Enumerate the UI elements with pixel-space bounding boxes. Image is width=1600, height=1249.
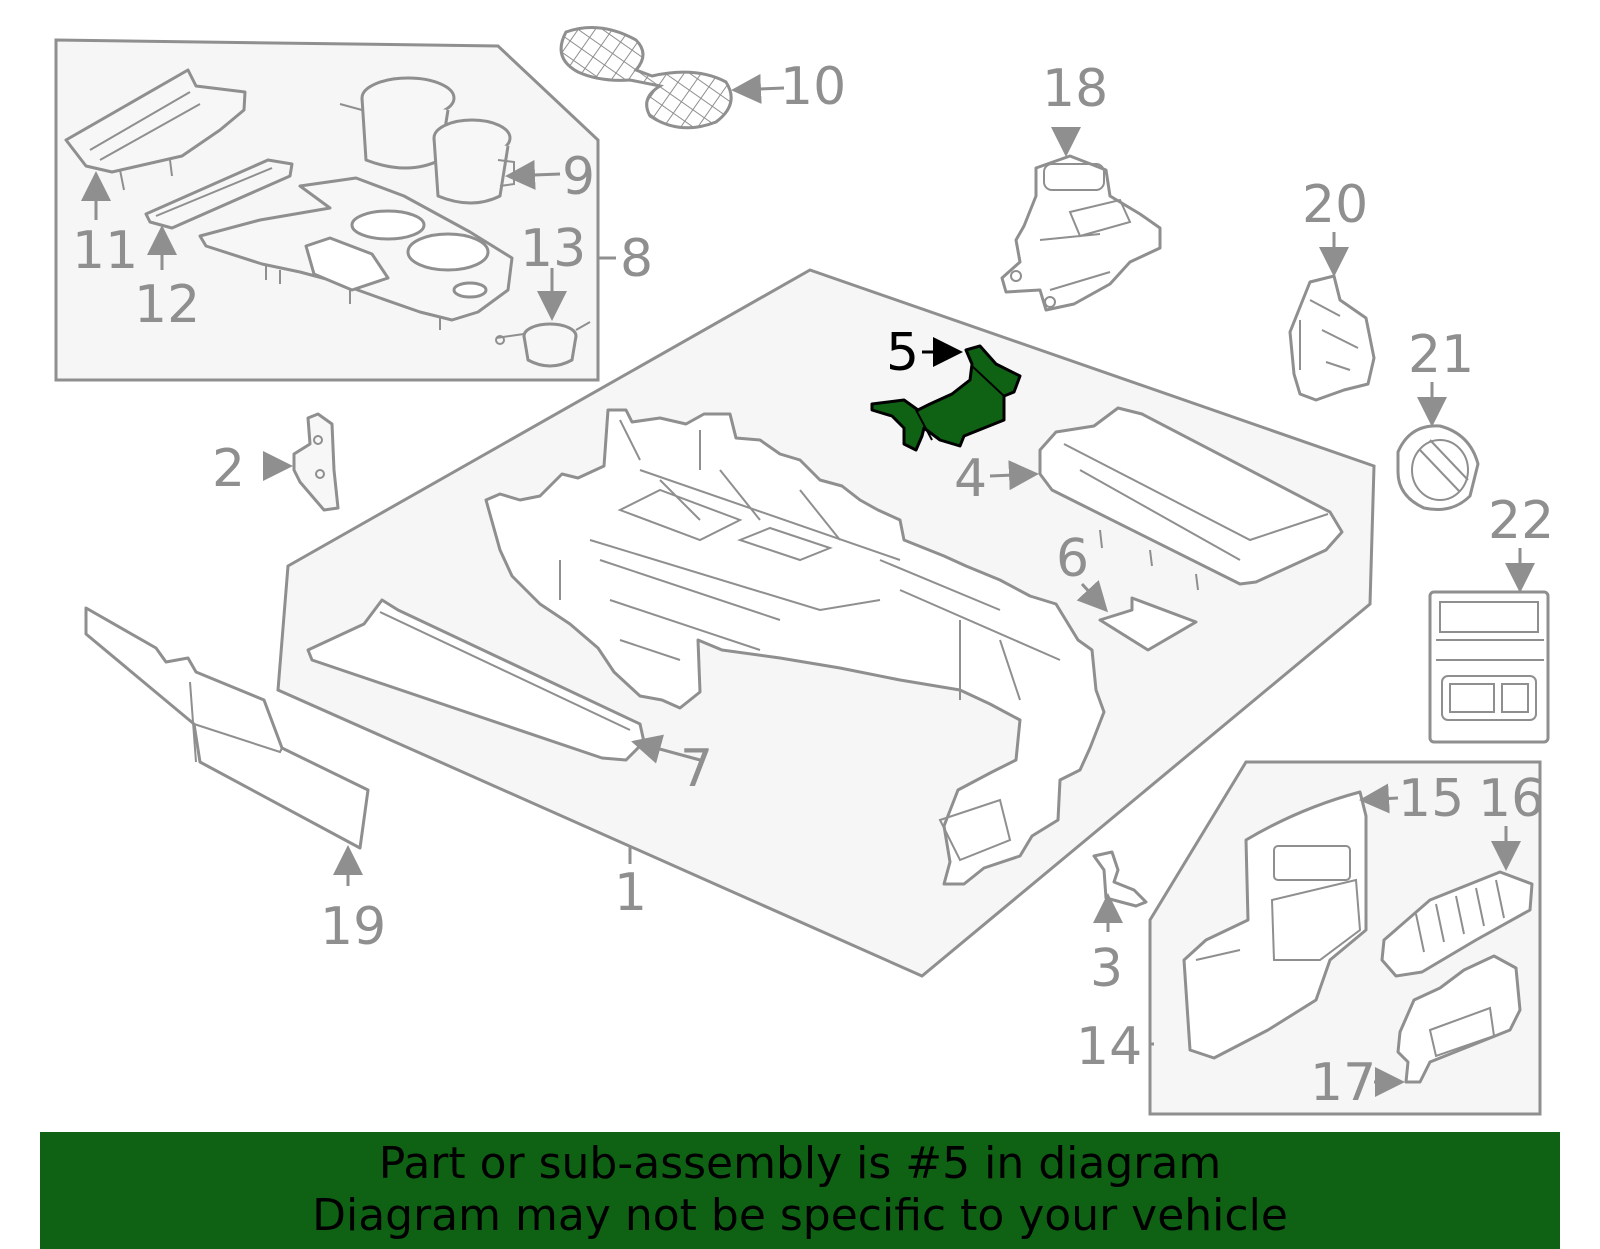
callout-2: 2 bbox=[212, 439, 245, 499]
callout-5: 5 bbox=[886, 323, 919, 383]
callout-17: 17 bbox=[1310, 1053, 1376, 1113]
callout-11: 11 bbox=[72, 221, 138, 281]
info-banner: Part or sub-assembly is #5 in diagram Di… bbox=[40, 1132, 1560, 1249]
callout-10: 10 bbox=[780, 57, 846, 117]
part-17-housing[interactable] bbox=[1396, 954, 1522, 1084]
callout-13: 13 bbox=[520, 219, 586, 279]
callout-14: 14 bbox=[1076, 1017, 1142, 1077]
callout-18: 18 bbox=[1042, 59, 1108, 119]
banner-line-1: Part or sub-assembly is #5 in diagram bbox=[378, 1138, 1222, 1189]
callout-7: 7 bbox=[680, 739, 713, 799]
part-22-control-panel[interactable] bbox=[1428, 590, 1550, 744]
callout-21: 21 bbox=[1408, 325, 1474, 385]
part-16-vent[interactable] bbox=[1380, 870, 1534, 978]
callout-8: 8 bbox=[620, 229, 653, 289]
part-2-bracket[interactable] bbox=[292, 412, 340, 512]
console-body bbox=[484, 408, 1106, 886]
part-12-strip[interactable] bbox=[144, 158, 294, 230]
part-19-side-panel[interactable] bbox=[84, 606, 370, 850]
callout-20: 20 bbox=[1302, 175, 1368, 235]
leader-lines bbox=[81, 73, 1535, 1097]
part-4-armrest[interactable] bbox=[1038, 406, 1344, 591]
part-13-cup[interactable] bbox=[495, 321, 591, 368]
part-15-rear-bezel[interactable] bbox=[1182, 790, 1368, 1060]
subassembly-8-panel bbox=[54, 38, 600, 382]
part-18-shifter[interactable] bbox=[1000, 154, 1162, 312]
subassembly-14-panel bbox=[1148, 760, 1542, 1116]
part-9-cup-holder[interactable] bbox=[339, 76, 515, 205]
callout-labels: 1 2 3 4 5 6 7 8 9 10 11 12 13 14 15 16 1… bbox=[72, 57, 1554, 1113]
part-7-side-trim[interactable] bbox=[306, 598, 646, 762]
callout-12: 12 bbox=[134, 275, 200, 335]
callout-22: 22 bbox=[1488, 491, 1554, 551]
part-21-knob[interactable] bbox=[1396, 424, 1480, 511]
callout-1: 1 bbox=[614, 863, 647, 923]
callout-19: 19 bbox=[320, 897, 386, 957]
callout-6: 6 bbox=[1056, 529, 1089, 589]
part-10-mat[interactable] bbox=[559, 26, 733, 130]
part-6-pad[interactable] bbox=[1098, 596, 1198, 652]
banner-line-2: Diagram may not be specific to your vehi… bbox=[312, 1190, 1288, 1241]
part-8-bezel[interactable] bbox=[198, 176, 514, 330]
callout-15: 15 bbox=[1398, 769, 1464, 829]
part-3-bracket[interactable] bbox=[1092, 850, 1148, 908]
part-11-rail[interactable] bbox=[64, 68, 247, 191]
part-20-switch[interactable] bbox=[1288, 274, 1376, 402]
callout-16: 16 bbox=[1478, 769, 1544, 829]
callout-3: 3 bbox=[1090, 939, 1123, 999]
part-5-highlighted-bracket[interactable] bbox=[870, 344, 1022, 452]
callout-9: 9 bbox=[562, 147, 595, 207]
callout-4: 4 bbox=[954, 449, 987, 509]
